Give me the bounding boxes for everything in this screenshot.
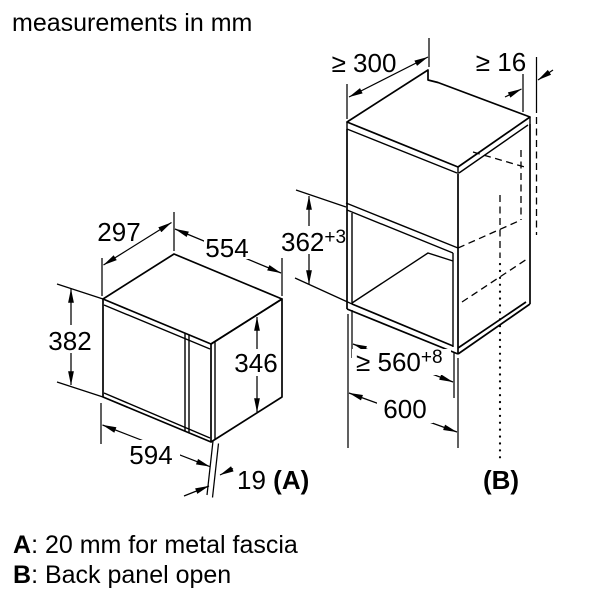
dim-297: 297 xyxy=(97,217,140,247)
dim-560: ≥ 560+8 xyxy=(356,347,443,377)
niche-drawing xyxy=(345,69,531,355)
legend: A: 20 mm for metal fascia B: Back panel … xyxy=(13,531,298,589)
dim-16: ≥ 16 xyxy=(476,47,526,77)
niche-top-thickness xyxy=(346,117,531,174)
niche-panel-bottom xyxy=(345,202,459,254)
microwave-top-face xyxy=(102,253,283,345)
back-panel-label: (B) xyxy=(483,465,519,495)
legend-a: A: 20 mm for metal fascia xyxy=(13,531,298,559)
page-title: measurements in mm xyxy=(12,9,252,37)
dim-600: 600 xyxy=(383,394,426,424)
microwave-door-lip xyxy=(103,304,211,350)
microwave-drawing xyxy=(102,253,283,443)
dim-382: 382 xyxy=(48,326,91,356)
dim-346: 346 xyxy=(234,348,277,378)
dim-594: 594 xyxy=(129,440,172,470)
dim-300: ≥ 300 xyxy=(332,48,397,78)
microwave-right-face xyxy=(210,298,283,443)
microwave-door-face xyxy=(102,299,212,443)
niche-floor-recede xyxy=(351,252,454,304)
legend-b: B: Back panel open xyxy=(13,561,231,589)
labels: measurements in mm 297 554 382 346 594 1… xyxy=(12,9,526,495)
niche-hidden-lines xyxy=(457,117,538,303)
dim-554: 554 xyxy=(205,233,248,263)
dim-19-fascia: 19 (A) xyxy=(237,465,309,495)
microwave-handle xyxy=(184,333,190,434)
dim-362: 362+3 xyxy=(281,227,346,257)
niche-bottom-right-edge xyxy=(457,301,531,355)
